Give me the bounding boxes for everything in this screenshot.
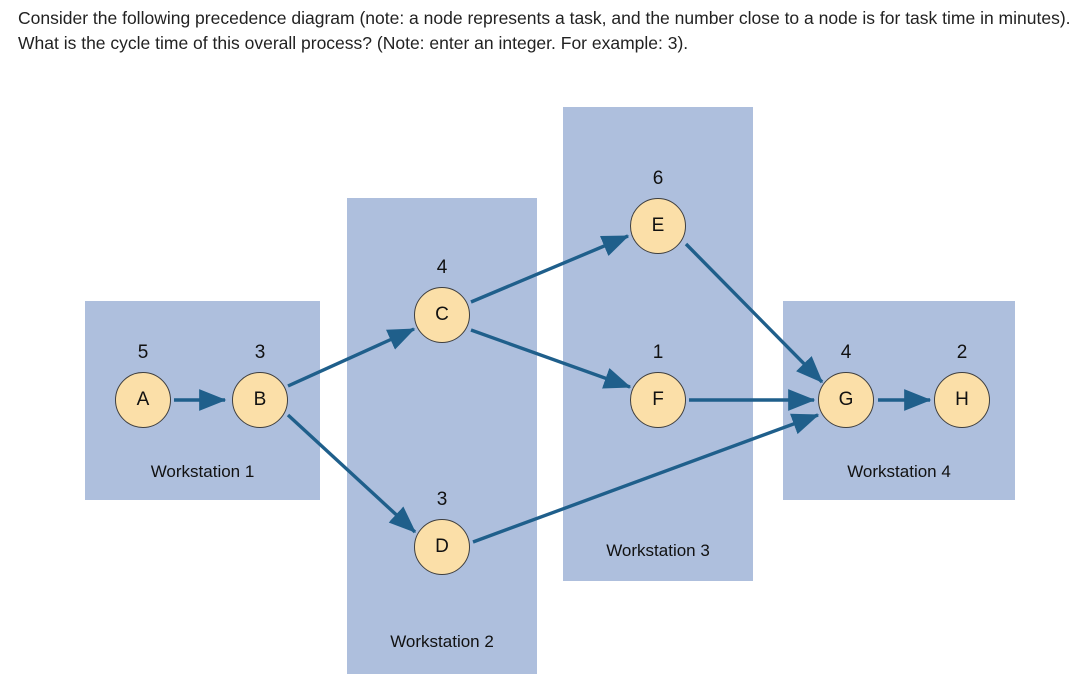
task-time-c: 4	[436, 257, 448, 278]
edge-layer	[174, 234, 932, 544]
precedence-diagram: 5 3 4 3 6 1 4 2 A B C D E F G H Workstat…	[0, 70, 1089, 674]
workstation-label-2: Workstation 2	[390, 632, 494, 651]
node-b: B	[232, 372, 288, 428]
task-time-h: 2	[956, 342, 968, 363]
node-f: F	[630, 372, 686, 428]
task-time-g: 4	[840, 342, 852, 363]
task-time-e: 6	[652, 168, 664, 189]
node-a: A	[115, 372, 171, 428]
question-text: Consider the following precedence diagra…	[18, 8, 1071, 53]
workstation-band-3	[563, 107, 753, 581]
node-c: C	[414, 287, 470, 343]
workstation-label-1: Workstation 1	[150, 462, 255, 481]
task-time-d: 3	[436, 489, 448, 510]
edge-b-d	[286, 413, 417, 534]
edge-e-g	[684, 242, 824, 384]
task-time-b: 3	[254, 342, 266, 363]
edge-b-c	[287, 327, 416, 388]
node-d: D	[414, 519, 470, 575]
task-time-a: 5	[137, 342, 149, 363]
edge-d-g	[472, 413, 820, 544]
node-h: H	[934, 372, 990, 428]
workstation-band-2	[347, 198, 537, 674]
edge-c-f	[470, 328, 632, 389]
task-time-f: 1	[652, 342, 664, 363]
workstation-label-3: Workstation 3	[606, 541, 710, 560]
workstation-label-4: Workstation 4	[847, 462, 951, 481]
edge-c-e	[470, 234, 630, 304]
node-g: G	[818, 372, 874, 428]
node-e: E	[630, 198, 686, 254]
